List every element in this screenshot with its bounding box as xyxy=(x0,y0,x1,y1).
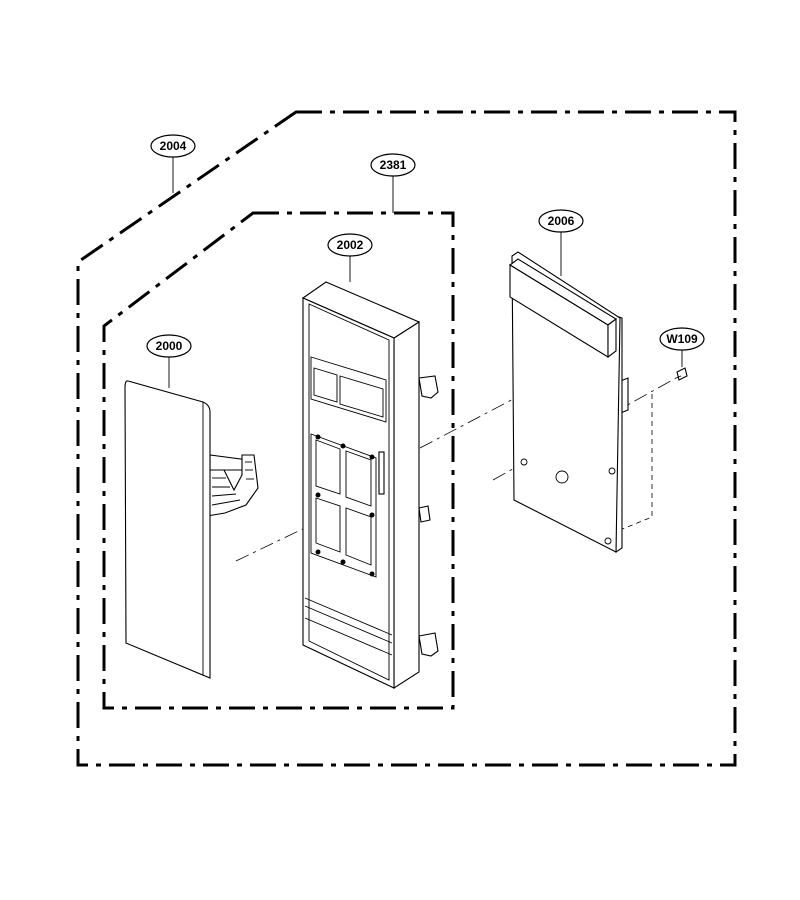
callout-2006: 2006 xyxy=(538,209,584,233)
membrane-panel xyxy=(124,380,211,679)
callout-2000-label: 2000 xyxy=(156,339,183,353)
callout-2381-label: 2381 xyxy=(380,158,407,172)
assembly-2381-boundary xyxy=(102,211,455,710)
callout-2004-label: 2004 xyxy=(160,139,187,153)
callout-2002: 2002 xyxy=(327,233,373,257)
callout-2004: 2004 xyxy=(150,134,196,158)
pcb-board-part xyxy=(509,251,629,554)
callout-W109-label: W109 xyxy=(666,332,698,346)
control-panel-part xyxy=(301,281,439,690)
screw-part xyxy=(675,367,688,381)
control-panel-front xyxy=(302,297,395,689)
callout-2000: 2000 xyxy=(146,334,192,358)
callout-2381: 2381 xyxy=(370,153,416,177)
callout-2002-label: 2002 xyxy=(337,238,364,252)
flat-cable xyxy=(206,454,259,517)
callout-W109: W109 xyxy=(659,327,705,351)
assembly-2004-boundary xyxy=(76,110,737,767)
leader-lines xyxy=(168,157,683,388)
callout-2006-label: 2006 xyxy=(548,214,575,228)
membrane-switch-part xyxy=(124,380,259,679)
